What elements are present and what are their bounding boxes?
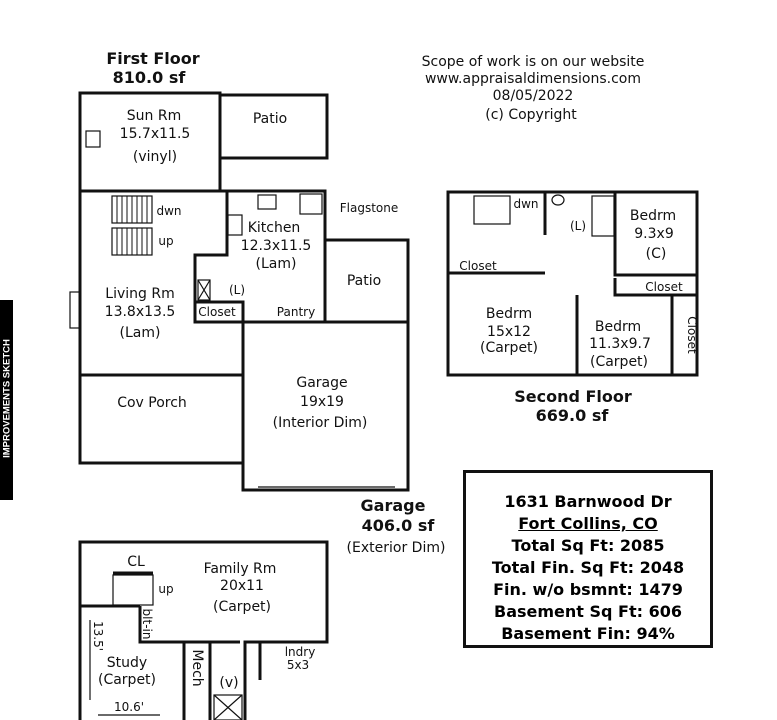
family-room-name: Family Rm (204, 561, 277, 577)
first-floor-title: First Floor (106, 49, 199, 68)
garage-area-note: (Exterior Dim) (347, 540, 446, 556)
study-floor: (Carpet) (98, 672, 156, 688)
cov-porch-label: Cov Porch (117, 395, 187, 411)
sun-room-floor: (vinyl) (133, 149, 177, 165)
scope-text: Scope of work is on our website (422, 54, 645, 70)
family-room-dims: 20x11 (220, 578, 264, 594)
sun-room-dims: 15.7x11.5 (120, 126, 191, 142)
study-width-label: 10.6' (114, 700, 144, 714)
bedroom-2-name: Bedrm (486, 306, 532, 322)
patio-2-label: Patio (347, 273, 381, 289)
garage-dims: 19x19 (300, 394, 344, 410)
patio-label: Patio (253, 111, 287, 127)
closet-label: Closet (198, 305, 236, 319)
bedroom-3-floor: (Carpet) (590, 354, 648, 370)
second-floor-title: Second Floor (514, 387, 632, 406)
basement-closet-label: CL (127, 554, 145, 570)
city: Fort Collins, CO (518, 514, 658, 533)
garage-title: Garage (361, 496, 426, 515)
total-sq-ft: Total Sq Ft: 2085 (511, 536, 665, 555)
kitchen-dims: 12.3x11.5 (241, 238, 312, 254)
second-stairs-down-label: dwn (513, 197, 538, 211)
kitchen-floor: (Lam) (256, 256, 297, 272)
pantry-label: Pantry (277, 305, 315, 319)
basement-stairs-up-label: up (158, 582, 173, 596)
family-room-floor: (Carpet) (213, 599, 271, 615)
property-summary-box: 1631 Barnwood Dr Fort Collins, CO Total … (463, 470, 713, 648)
laundry-basement-dims: 5x3 (287, 658, 309, 672)
stairs-down-label: dwn (156, 204, 181, 218)
second-floor-plan (446, 190, 699, 377)
second-laundry-label: (L) (570, 219, 586, 233)
laundry-basement-name: lndry (285, 645, 316, 659)
closet-3-label: Closet (685, 316, 699, 354)
bedroom-1-dims: 9.3x9 (634, 226, 673, 242)
website-text: www.appraisaldimensions.com (425, 71, 641, 87)
sun-room-name: Sun Rm (127, 108, 181, 124)
garage-name: Garage (296, 375, 347, 391)
bedroom-3-name: Bedrm (595, 319, 641, 335)
first-floor-area: 810.0 sf (113, 68, 187, 87)
bedroom-3-dims: 11.3x9.7 (589, 336, 651, 352)
flagstone-label: Flagstone (340, 201, 399, 215)
date-text: 08/05/2022 (493, 88, 574, 104)
closet-2-label: Closet (645, 280, 683, 294)
copyright-text: (c) Copyright (485, 107, 577, 123)
laundry-label: (L) (229, 283, 245, 297)
first-floor-plan (69, 91, 410, 492)
total-fin-sq-ft: Total Fin. Sq Ft: 2048 (491, 558, 685, 577)
built-in-label: blt-in (140, 609, 154, 640)
study-name: Study (107, 655, 147, 671)
study-height-label: 13.5' (91, 621, 105, 651)
fin-without-basement: Fin. w/o bsmnt: 1479 (493, 580, 683, 599)
second-floor-area: 669.0 sf (536, 406, 610, 425)
kitchen-name: Kitchen (248, 220, 301, 236)
basement-finished: Basement Fin: 94% (501, 624, 675, 643)
garage-area: 406.0 sf (362, 516, 436, 535)
address: 1631 Barnwood Dr (504, 492, 672, 511)
vanity-label: (v) (219, 675, 238, 691)
living-room-dims: 13.8x13.5 (105, 304, 176, 320)
stairs-up-label: up (158, 234, 173, 248)
basement-plan (78, 540, 329, 720)
bedroom-2-floor: (Carpet) (480, 340, 538, 356)
living-room-floor: (Lam) (120, 325, 161, 341)
garage-note: (Interior Dim) (273, 415, 368, 431)
bedroom-1-note: (C) (646, 246, 667, 262)
closet-1-label: Closet (459, 259, 497, 273)
basement-sq-ft: Basement Sq Ft: 606 (494, 602, 682, 621)
sidebar-label: IMPROVEMENTS SKETCH (0, 300, 13, 500)
bedroom-1-name: Bedrm (630, 208, 676, 224)
living-room-name: Living Rm (105, 286, 174, 302)
bedroom-2-dims: 15x12 (487, 324, 531, 340)
mech-label: Mech (189, 649, 205, 686)
